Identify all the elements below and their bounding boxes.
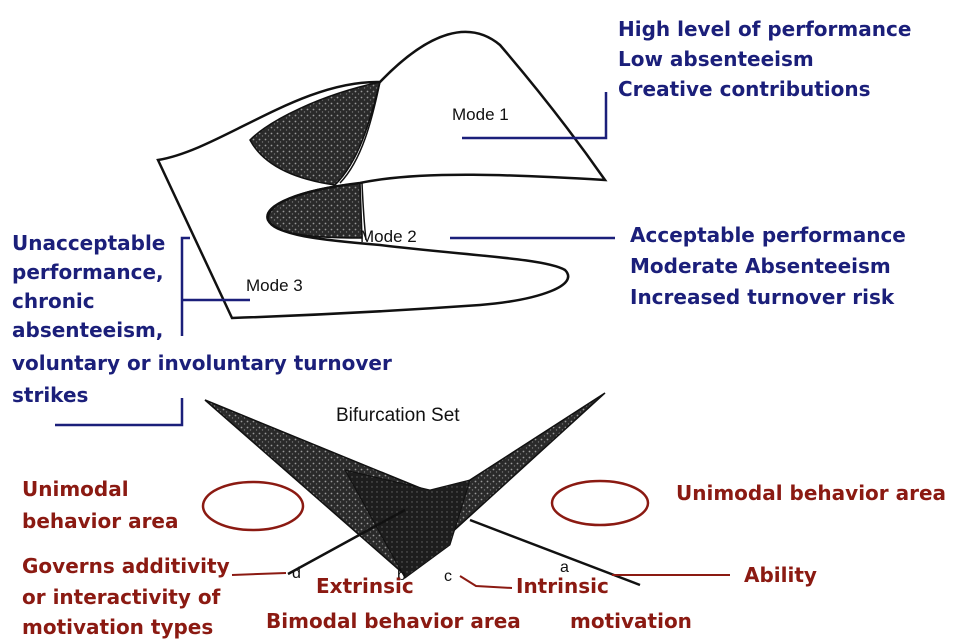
mode-3-outcome-5: voluntary or involuntary turnover xyxy=(12,351,392,375)
governs-label-3: motivation types xyxy=(22,615,213,639)
axis-letter-c: c xyxy=(444,568,452,585)
unimodal-left-ellipse xyxy=(203,482,303,530)
axis-letter-d: d xyxy=(292,565,301,582)
mode-3-outcome-2: performance, xyxy=(12,260,164,284)
intrinsic-label-1: Intrinsic xyxy=(516,574,609,598)
mode-1-outcome-2: Low absenteeism xyxy=(618,47,814,71)
mode-1-outcome-3: Creative contributions xyxy=(618,77,871,101)
extrinsic-label: Extrinsic xyxy=(316,574,414,598)
unimodal-left-label-2: behavior area xyxy=(22,509,179,533)
upper-fold-shade xyxy=(250,82,380,185)
axis-connectors xyxy=(232,573,730,588)
governs-label-2: or interactivity of xyxy=(22,585,221,609)
mode-3-outcome-3: chronic xyxy=(12,289,95,313)
mode-2-outcome-2: Moderate Absenteeism xyxy=(630,254,891,278)
mode-3-outcome-4: absenteeism, xyxy=(12,318,163,342)
unimodal-right-ellipse xyxy=(552,481,648,525)
mode-2-outcome-3: Increased turnover risk xyxy=(630,285,895,309)
unimodal-right-label: Unimodal behavior area xyxy=(676,481,946,505)
unimodal-left-label-1: Unimodal xyxy=(22,477,129,501)
bimodal-label: Bimodal behavior area xyxy=(266,609,521,633)
cusp-surface xyxy=(158,32,605,318)
governs-label-1: Governs additivity xyxy=(22,554,230,578)
mode-2-outcome-1: Acceptable performance xyxy=(630,223,906,247)
ability-label: Ability xyxy=(744,563,817,587)
mode-3-outcome-6: strikes xyxy=(12,383,88,407)
mode-2-label: Mode 2 xyxy=(360,227,417,246)
surface-outline xyxy=(158,32,605,318)
bifurcation-set-label: Bifurcation Set xyxy=(336,405,460,426)
mode-1-outcome-1: High level of performance xyxy=(618,17,911,41)
mode-1-label: Mode 1 xyxy=(452,105,509,124)
mode-3-outcome-1: Unacceptable xyxy=(12,231,165,255)
mode-3-label: Mode 3 xyxy=(246,276,303,295)
intrinsic-label-2: motivation xyxy=(570,609,692,633)
